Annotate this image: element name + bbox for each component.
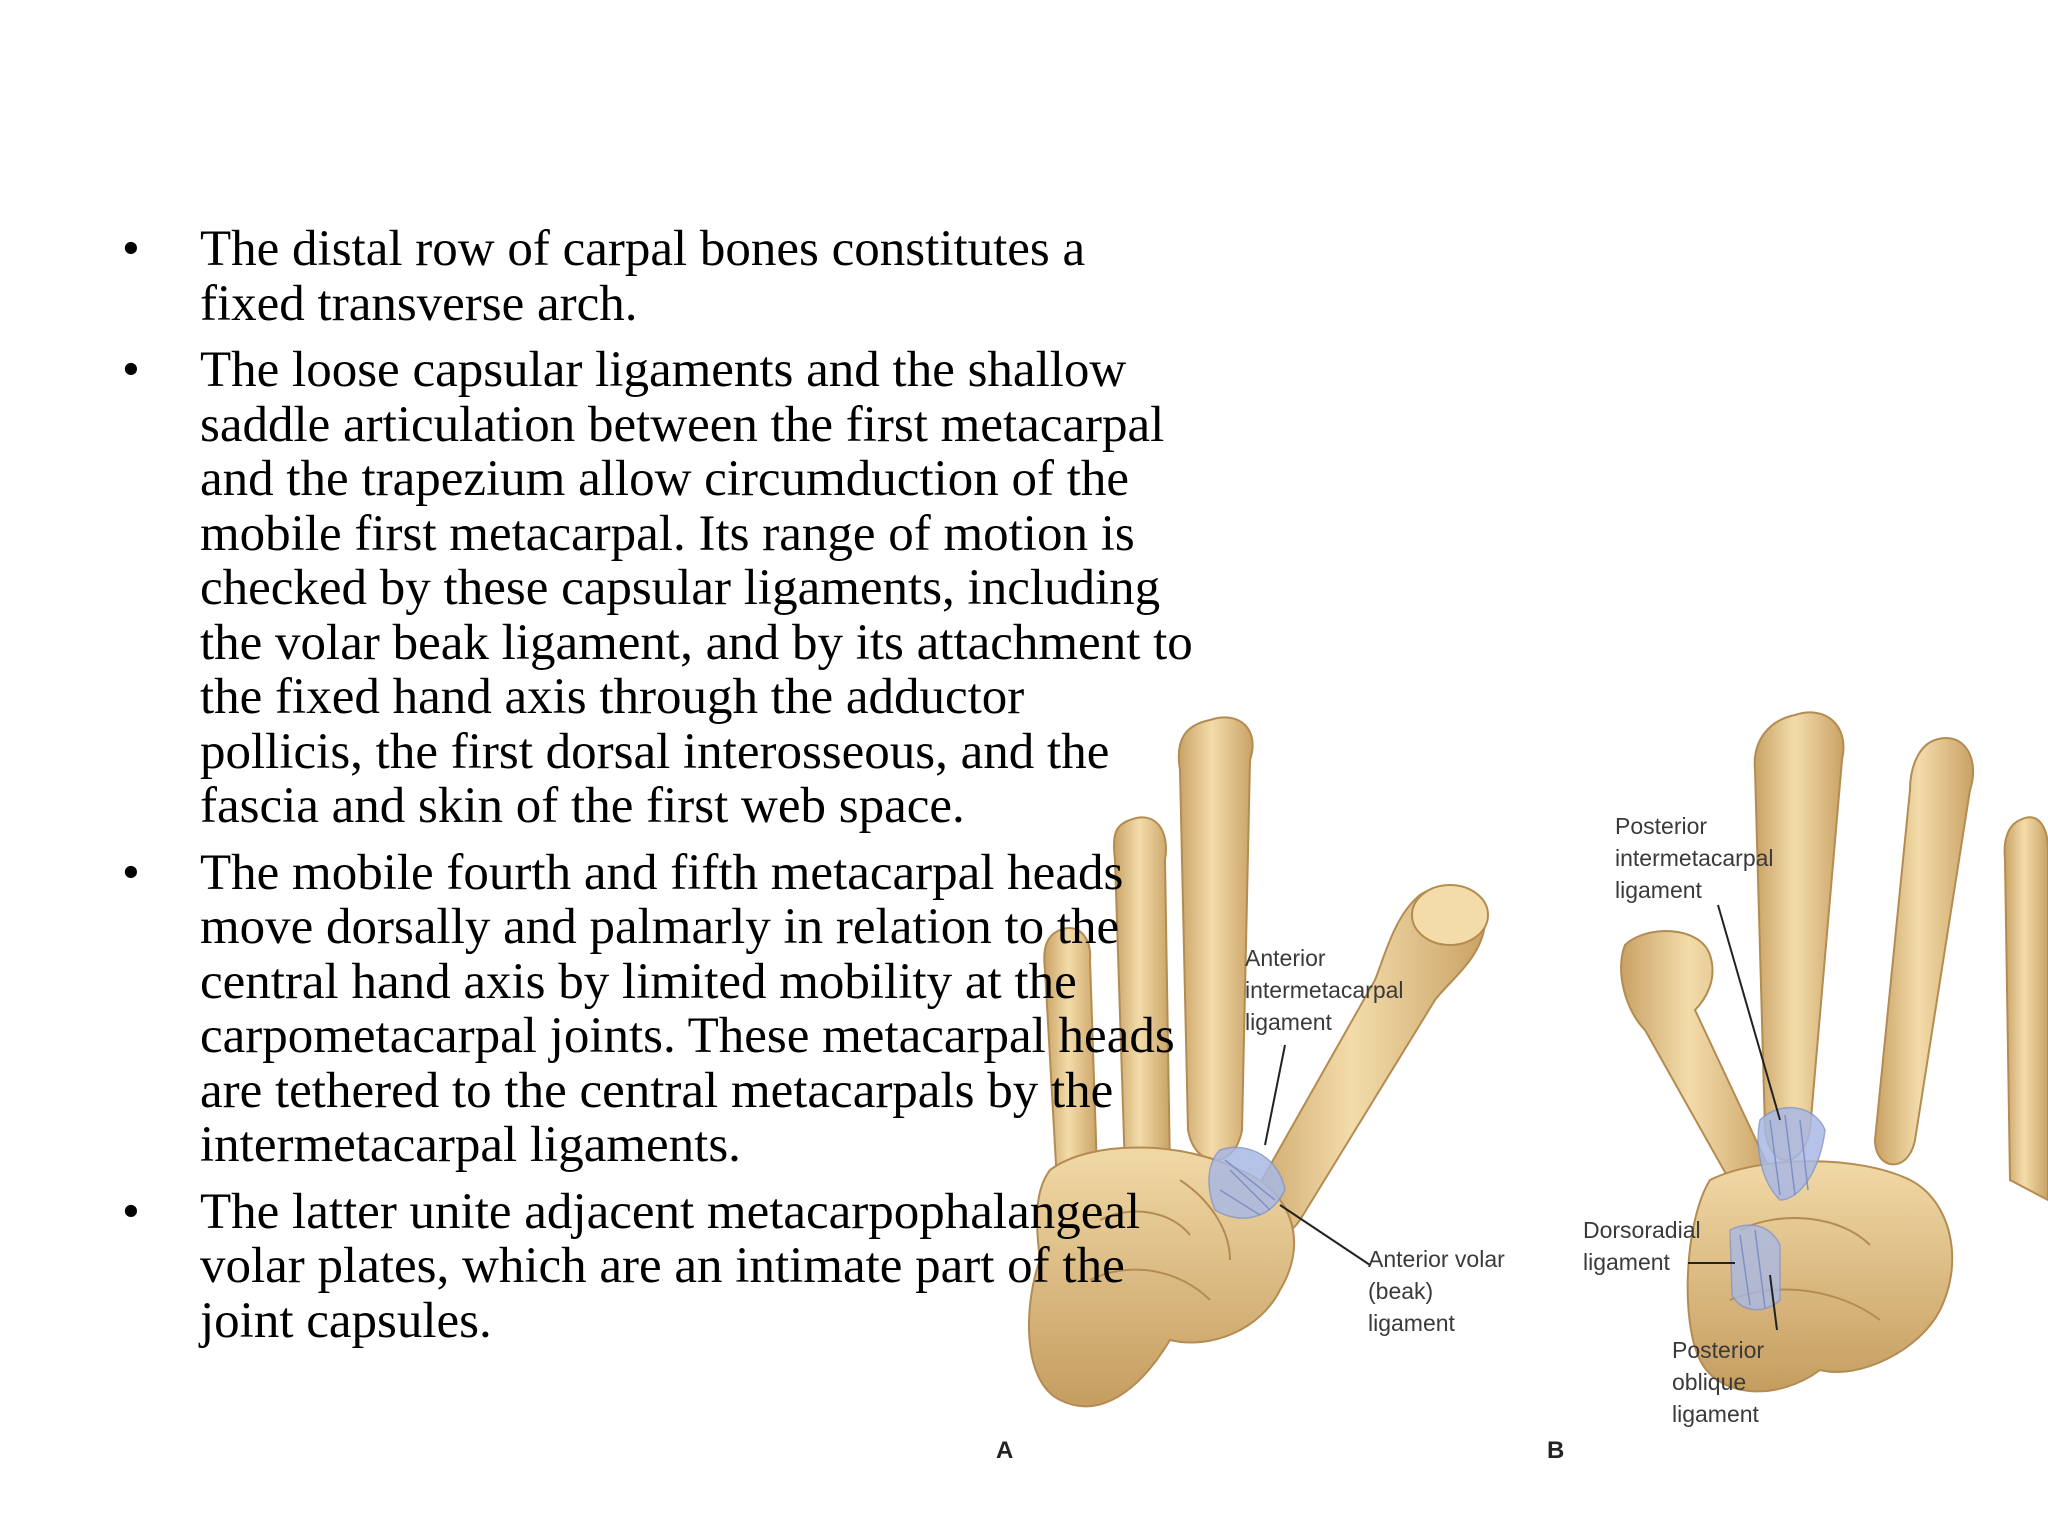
bullet-line: volar plates, which are an intimate part… <box>200 1238 1125 1294</box>
bullet-line: The mobile fourth and fifth metacarpal h… <box>200 844 1124 901</box>
leader-anterior-intermetacarpal <box>1264 1044 1286 1146</box>
panel-a-letter: A <box>996 1437 1013 1464</box>
bullet-line: mobile first metacarpal. Its range of mo… <box>200 505 1135 562</box>
bullet-line: the volar beak ligament, and by its atta… <box>200 614 1193 671</box>
bullet-marker: • <box>122 1183 140 1240</box>
ligament-dorsoradial <box>1729 1224 1781 1311</box>
bone-thumb-head <box>1411 884 1489 946</box>
bullet-marker: • <box>122 342 140 398</box>
bullet-line: The latter unite adjacent metacarpophala… <box>200 1183 1141 1240</box>
panel-b-letter: B <box>1547 1437 1564 1464</box>
label-anterior-intermetacarpal: Anterior intermetacarpal ligament <box>1245 945 1410 1035</box>
bullet-line: pollicis, the first dorsal interosseous,… <box>200 723 1110 780</box>
bone-carpals-b <box>1686 1160 1954 1393</box>
bullet-item: • The loose capsular ligaments and the s… <box>0 343 1330 834</box>
bullet-item: • The latter unite adjacent metacarpopha… <box>0 1183 1330 1349</box>
label-posterior-oblique: Posterior oblique ligament <box>1672 1337 1770 1427</box>
bullet-line: The loose capsular ligaments and the sha… <box>200 342 1127 398</box>
label-anterior-volar: Anterior volar (beak) ligament <box>1368 1246 1511 1336</box>
ligament-anterior-volar <box>1208 1146 1286 1219</box>
bullet-line: saddle articulation between the first me… <box>200 396 1165 453</box>
bullet-line: move dorsally and palmarly in relation t… <box>200 899 1120 955</box>
bullet-line: central hand axis by limited mobility at… <box>200 953 1077 1010</box>
bullet-line: checked by these capsular ligaments, inc… <box>200 560 1161 616</box>
panel-b-drawing: Posterior intermetacarpal ligament Dorso… <box>1547 711 2048 1464</box>
bone-metacarpal-b3 <box>2003 816 2048 1202</box>
bullet-line: fascia and skin of the first web space. <box>200 778 965 834</box>
leader-posterior-oblique <box>1769 1274 1778 1331</box>
bullet-line: and the trapezium allow circumduction of… <box>200 451 1130 507</box>
bullet-list: • The distal row of carpal bones constit… <box>0 222 1330 1360</box>
bullet-line: carpometacarpal joints. These metacarpal… <box>200 1008 1175 1064</box>
bone-metacarpal-b1 <box>1753 711 1845 1161</box>
bullet-line: The distal row of carpal bones constitut… <box>200 221 1086 277</box>
bullet-item: • The distal row of carpal bones constit… <box>0 222 1330 331</box>
ligament-posterior-intermetacarpal <box>1757 1106 1826 1201</box>
leader-anterior-volar <box>1279 1204 1371 1266</box>
bullet-marker: • <box>122 221 140 277</box>
bullet-line: the fixed hand axis through the adductor <box>200 669 1025 725</box>
bullet-line: are tethered to the central metacarpals … <box>200 1062 1114 1119</box>
label-posterior-intermetacarpal: Posterior intermetacarpal ligament <box>1615 813 1780 903</box>
bullet-line: fixed transverse arch. <box>200 275 638 332</box>
bullet-item: • The mobile fourth and fifth metacarpal… <box>0 844 1330 1173</box>
bullet-line: joint capsules. <box>200 1292 492 1349</box>
bone-thumb-metacarpal-b <box>1620 930 1773 1202</box>
hand-ligament-illustration: Anterior intermetacarpal ligament Anteri… <box>996 711 2048 1464</box>
panel-a-drawing: Anterior intermetacarpal ligament Anteri… <box>996 716 1511 1464</box>
bullet-line: intermetacarpal ligaments. <box>200 1117 741 1173</box>
label-dorsoradial: Dorsoradial ligament <box>1583 1217 1707 1275</box>
bone-metacarpal-b2 <box>1873 737 1975 1166</box>
leader-posterior-intermetacarpal <box>1717 904 1781 1121</box>
bullet-marker: • <box>122 844 140 901</box>
